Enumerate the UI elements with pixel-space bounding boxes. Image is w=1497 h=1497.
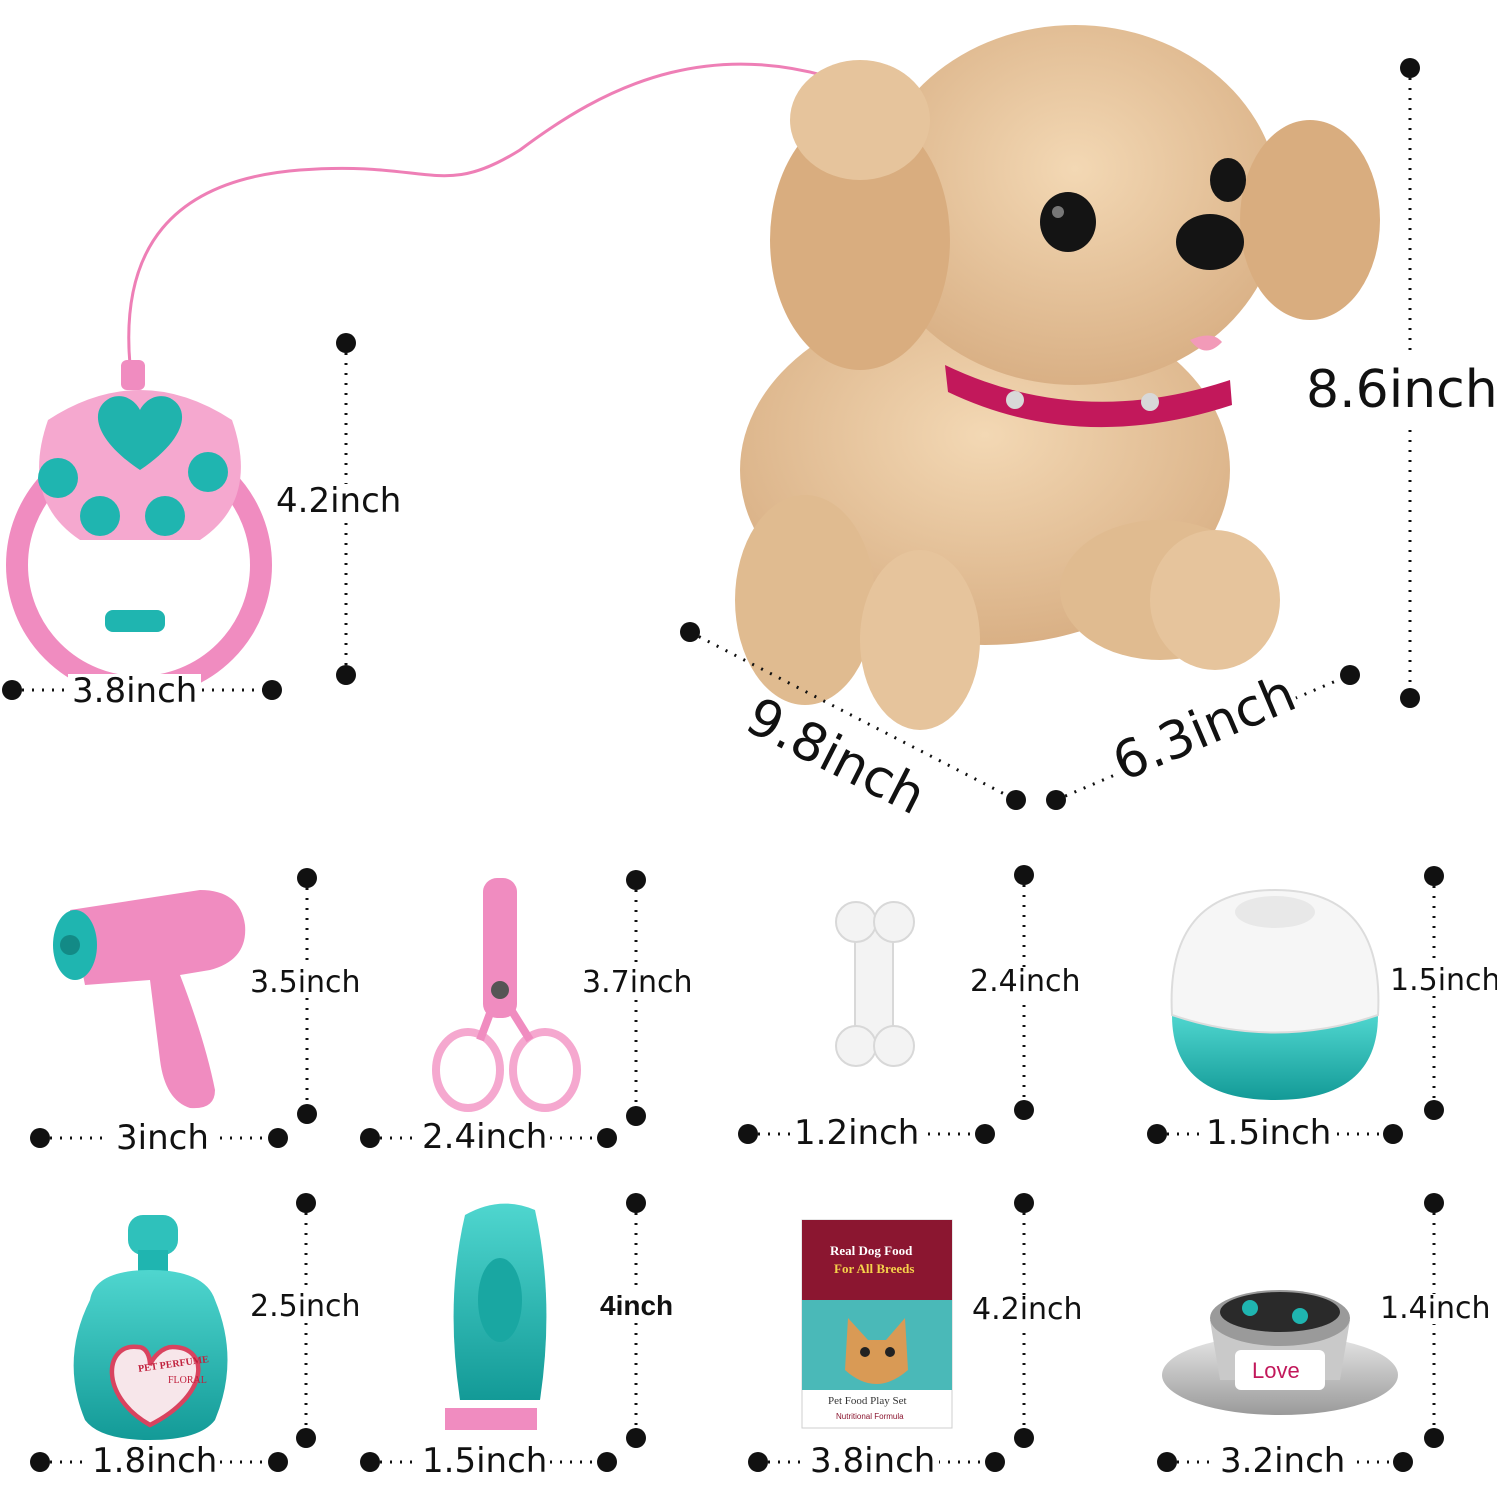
hair-dryer-width-label: 3inch — [110, 1121, 215, 1155]
white-bone — [835, 901, 915, 1067]
pink-scissors — [432, 878, 581, 1112]
perfume-height-label: 2.5inch — [250, 1289, 361, 1324]
clipper-height-label: 4inch — [600, 1290, 674, 1321]
food-bowl-label: Love — [1252, 1358, 1300, 1383]
food-box-width-label: 3.8inch — [806, 1444, 940, 1478]
clipper-width-label: 1.5inch — [420, 1441, 550, 1481]
food-box-height-label: 4.2inch — [972, 1292, 1083, 1327]
scissors-height-label: 3.7inch — [582, 965, 693, 1000]
dog-food-box — [801, 1219, 953, 1429]
paw-remote — [6, 360, 272, 698]
hair-dryer-height-label: 3.5inch — [250, 965, 361, 1000]
dimension-lines — [2, 58, 1444, 1472]
food-box-footer-line1: Pet Food Play Set — [828, 1395, 907, 1407]
food-bowl — [1162, 1290, 1398, 1415]
perfume-bottle — [73, 1215, 228, 1440]
bone-height-label: 2.4inch — [970, 964, 1081, 999]
food-box-title-line1: Real Dog Food — [830, 1243, 913, 1258]
food-container-height-label: 1.5inch — [1390, 966, 1497, 996]
food-bowl-height-label: 1.4inch — [1380, 1291, 1491, 1326]
pink-hair-dryer — [53, 890, 246, 1109]
food-box-title-line2: For All Breeds — [834, 1261, 915, 1276]
plush-dog — [735, 25, 1380, 730]
food-container — [1170, 888, 1380, 1100]
dog-height-label: 8.6inch — [1306, 360, 1497, 420]
food-box-footer-line2: Nutritional Formula — [836, 1412, 904, 1421]
remote-height-label: 4.2inch — [276, 481, 402, 521]
leash-cord — [127, 62, 891, 366]
food-container-width-label: 1.5inch — [1204, 1113, 1334, 1153]
food-bowl-width-label: 3.2inch — [1216, 1444, 1350, 1478]
bone-width-label: 1.2inch — [792, 1113, 922, 1153]
hair-clipper — [445, 1203, 547, 1430]
remote-width-label: 3.8inch — [68, 674, 202, 708]
perfume-width-label: 1.8inch — [90, 1441, 220, 1481]
perfume-label-line2: FLORAL — [168, 1375, 207, 1386]
scissors-width-label: 2.4inch — [420, 1117, 550, 1157]
